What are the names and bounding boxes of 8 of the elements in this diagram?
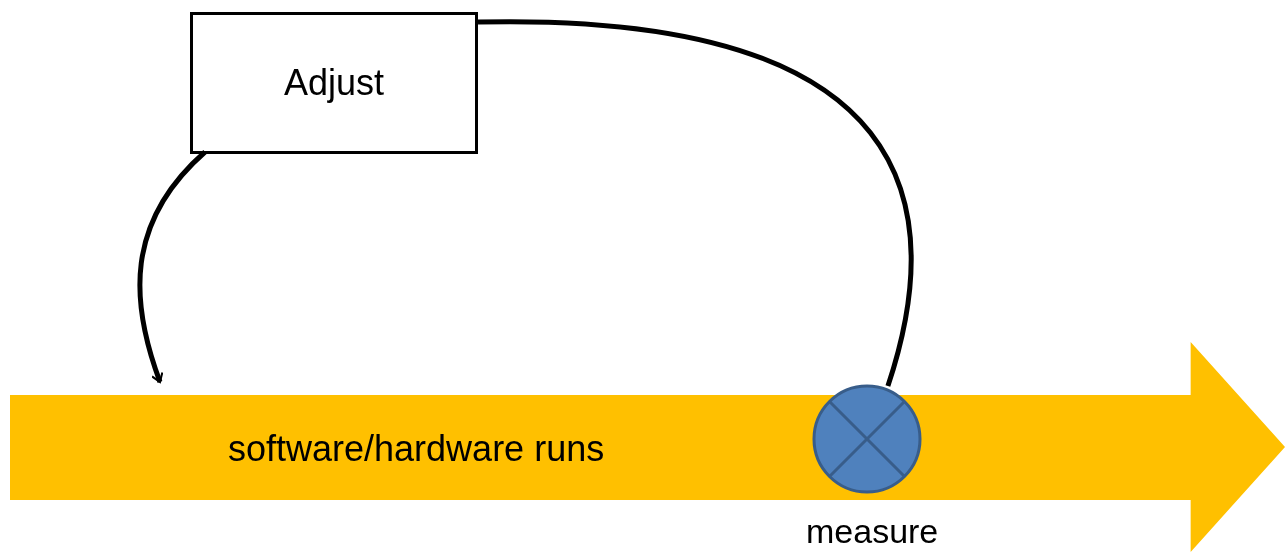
junction-label: measure bbox=[806, 512, 939, 551]
process-box bbox=[190, 12, 478, 154]
curved-arrow bbox=[137, 150, 207, 383]
box-label: Adjust bbox=[283, 62, 385, 104]
process-arrow-band bbox=[10, 342, 1285, 552]
connector-line bbox=[477, 19, 914, 387]
summing-junction-icon bbox=[812, 384, 922, 494]
band-label: software/hardware runs bbox=[228, 428, 605, 470]
